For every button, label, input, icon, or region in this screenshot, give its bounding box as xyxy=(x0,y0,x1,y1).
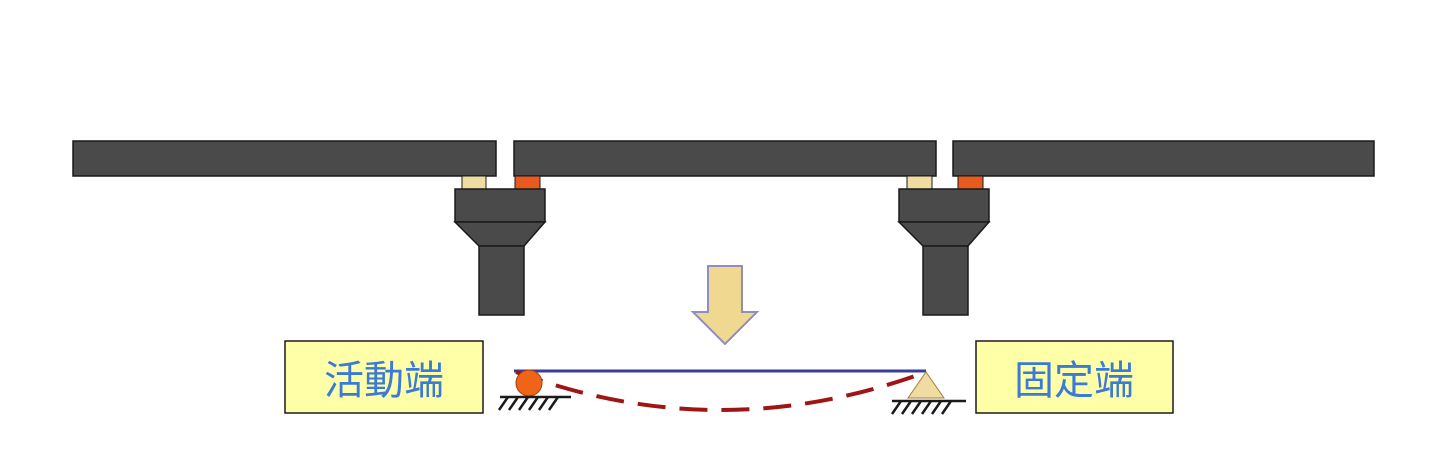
deck-segment-middle xyxy=(513,140,937,177)
pier-taper xyxy=(453,221,547,247)
bearing-movable-right-pier xyxy=(906,175,933,190)
bearing-movable-left-pier xyxy=(461,175,487,190)
deck-segment-right xyxy=(952,140,1375,177)
roller-support-icon xyxy=(515,369,543,397)
bearing-fixed-right-pier xyxy=(957,175,984,190)
movable-end-label-box: 活動端 xyxy=(284,340,484,414)
bearing-fixed-left-pier xyxy=(514,175,541,190)
fixed-end-label-box: 固定端 xyxy=(975,340,1174,414)
down-arrow-icon xyxy=(690,265,760,346)
pier-column xyxy=(922,245,969,316)
pier-taper xyxy=(897,221,991,247)
pier-right xyxy=(897,188,991,316)
beam-model xyxy=(497,369,966,415)
bridge-deck xyxy=(72,140,1375,177)
bearings xyxy=(461,175,984,190)
pier-column xyxy=(478,245,525,316)
fixed-end-label: 固定端 xyxy=(1014,358,1134,404)
ground-hatch-right xyxy=(890,400,953,415)
pier-cap xyxy=(454,188,546,223)
ground-hatch-left xyxy=(497,396,560,411)
deflection-curve xyxy=(515,370,927,412)
movable-end-label: 活動端 xyxy=(324,358,444,404)
pier-left xyxy=(453,188,547,316)
deck-segment-left xyxy=(72,140,497,177)
pier-cap xyxy=(898,188,990,223)
hinge-support-icon xyxy=(907,371,945,399)
